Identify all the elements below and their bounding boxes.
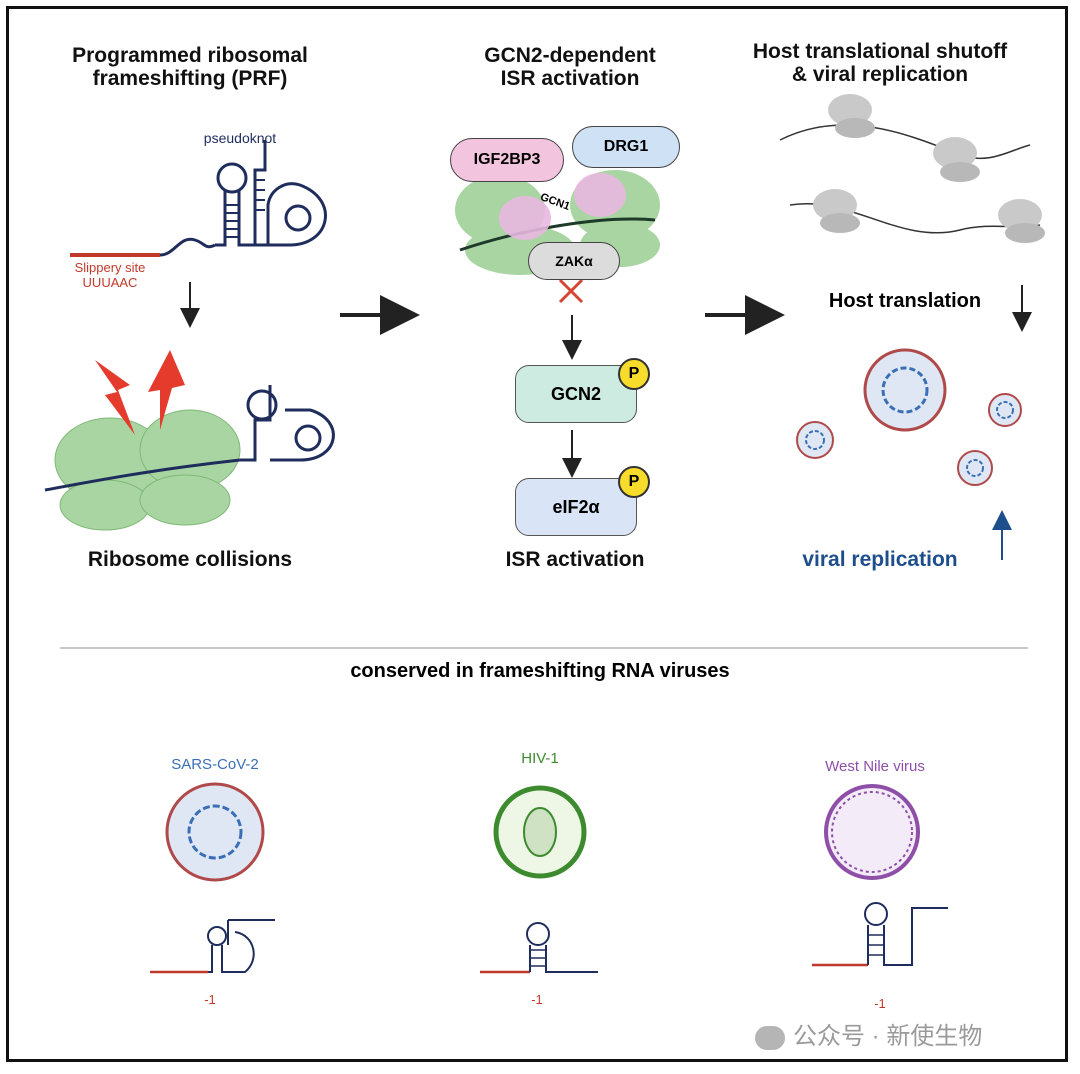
host-title: Host translational shutoff & viral repli…: [725, 40, 1035, 86]
pseudoknot-rna: [159, 140, 327, 257]
hiv-frameshift-structure: [480, 922, 598, 974]
hiv-shift-label: -1: [531, 992, 543, 1007]
isr-title-line2: ISR activation: [500, 67, 640, 90]
isr-title: GCN2-dependent ISR activation: [420, 44, 720, 90]
gcn2-phospho-icon: P: [618, 358, 650, 390]
watermark: 公众号 · 新使生物: [755, 1016, 1055, 1051]
watermark-text: 公众号 · 新使生物: [793, 1023, 983, 1050]
igf2bp3-pill: IGF2BP3: [450, 138, 564, 182]
eif2a-phospho-icon: P: [618, 466, 650, 498]
wnv-frameshift-structure: [812, 902, 948, 967]
hiv-1-virion-icon: [493, 785, 587, 879]
ribosome-collisions-label: Ribosome collisions: [87, 548, 293, 571]
collision-lightning-icon: [95, 350, 185, 435]
prf-title: Programmed ribosomal frameshifting (PRF): [40, 44, 340, 90]
viral-replication-label: viral replication: [802, 548, 958, 571]
sars-cov-2-label: SARS-CoV-2: [171, 756, 259, 773]
sars-frameshift-structure: [150, 919, 275, 974]
inhibition-x-icon: [558, 278, 584, 304]
conserved-heading: conserved in frameshifting RNA viruses: [350, 660, 730, 682]
west-nile-virion-icon: [824, 784, 920, 880]
prf-title-line1: Programmed ribosomal: [72, 44, 308, 67]
west-nile-label: West Nile virus: [825, 758, 925, 775]
gcn2-box: GCN2: [515, 365, 637, 423]
host-mrna-ribosomes: [779, 94, 1045, 243]
host-title-line1: Host translational shutoff: [752, 40, 1008, 63]
virion-large-icon: [863, 348, 947, 432]
host-title-line2: & viral replication: [791, 63, 969, 86]
figure-frame: [6, 6, 1068, 1062]
pseudoknot-label: pseudoknot: [203, 130, 277, 146]
sars-shift-label: -1: [204, 992, 216, 1007]
slippery-site-label: Slippery site UUUAAC: [55, 260, 165, 290]
slippery-seq-text: UUUAAC: [82, 275, 138, 290]
sars-cov-2-virion-icon: [165, 782, 265, 882]
host-translation-label: Host translation: [828, 290, 982, 312]
wnv-shift-label: -1: [874, 996, 886, 1011]
eif2a-box: eIF2α: [515, 478, 637, 536]
zak-pill: ZAKα: [528, 242, 620, 280]
wechat-icon: [755, 1025, 785, 1050]
slippery-site-text: Slippery site: [74, 260, 146, 275]
prf-title-line2: frameshifting (PRF): [92, 67, 288, 90]
hiv-1-label: HIV-1: [521, 750, 559, 767]
drg1-pill: DRG1: [572, 126, 680, 168]
virion-small-icon: [796, 393, 1022, 486]
isr-title-line1: GCN2-dependent: [484, 44, 656, 67]
ribosome-collision: [44, 385, 335, 531]
isr-activation-label: ISR activation: [505, 548, 645, 571]
